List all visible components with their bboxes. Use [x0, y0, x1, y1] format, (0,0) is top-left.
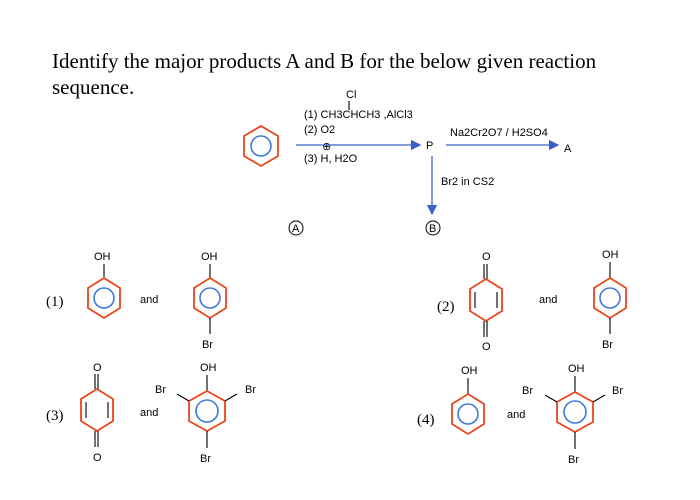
option-1-and: and — [140, 294, 158, 306]
svg-text:Br: Br — [245, 384, 256, 396]
reagent-step-2: (2) O2 — [304, 124, 335, 136]
phenol-icon: OH — [87, 251, 121, 320]
svg-text:Br: Br — [202, 339, 213, 351]
svg-text:O: O — [482, 251, 491, 263]
intermediate-p: P — [426, 140, 433, 152]
option-1-number: (1) — [46, 294, 64, 310]
phenol-icon: OH — [451, 365, 485, 436]
charge-symbol: ⊕ — [322, 141, 331, 153]
circled-b: B — [429, 223, 436, 235]
tribromophenol-icon: OH Br Br Br — [155, 362, 256, 465]
option-2-and: and — [539, 294, 557, 306]
tribromophenol-icon: OH Br Br Br — [522, 363, 623, 466]
svg-text:Br: Br — [522, 385, 533, 397]
product-a: A — [564, 143, 572, 155]
reagent-step-3: (3) H, H2O — [304, 153, 358, 165]
benzoquinone-icon: O O — [469, 251, 503, 353]
p-bromophenol-icon: OH Br — [193, 251, 227, 351]
svg-text:OH: OH — [461, 365, 478, 377]
svg-text:Br: Br — [200, 453, 211, 465]
svg-text:OH: OH — [94, 251, 111, 263]
benzene-icon — [243, 124, 279, 168]
svg-text:Br: Br — [612, 385, 623, 397]
option-2-number: (2) — [437, 299, 455, 315]
reagent-oxidation: Na2Cr2O7 / H2SO4 — [450, 127, 548, 139]
svg-text:O: O — [93, 362, 102, 374]
reagent-cl: Cl — [346, 89, 356, 101]
svg-text:OH: OH — [568, 363, 585, 375]
svg-text:OH: OH — [602, 249, 619, 261]
option-3-and: and — [140, 407, 158, 419]
option-3-number: (3) — [46, 408, 64, 424]
option-4-number: (4) — [417, 412, 435, 428]
option-4-and: and — [507, 409, 525, 421]
question-text: Identify the major products A and B for … — [52, 49, 597, 99]
svg-text:O: O — [93, 452, 102, 464]
svg-text:Br: Br — [602, 339, 613, 351]
p-bromophenol-icon: OH Br — [593, 249, 627, 351]
reagent-bromination: Br2 in CS2 — [441, 176, 494, 188]
svg-text:O: O — [482, 341, 491, 353]
reagent-step-1: (1) CH3CHCH3 ,AlCl3 — [304, 109, 413, 121]
svg-text:Br: Br — [568, 454, 579, 466]
svg-text:OH: OH — [200, 362, 217, 374]
circled-a: A — [292, 223, 300, 235]
svg-text:Br: Br — [155, 384, 166, 396]
svg-text:OH: OH — [201, 251, 218, 263]
benzoquinone-icon: O O — [80, 362, 114, 464]
